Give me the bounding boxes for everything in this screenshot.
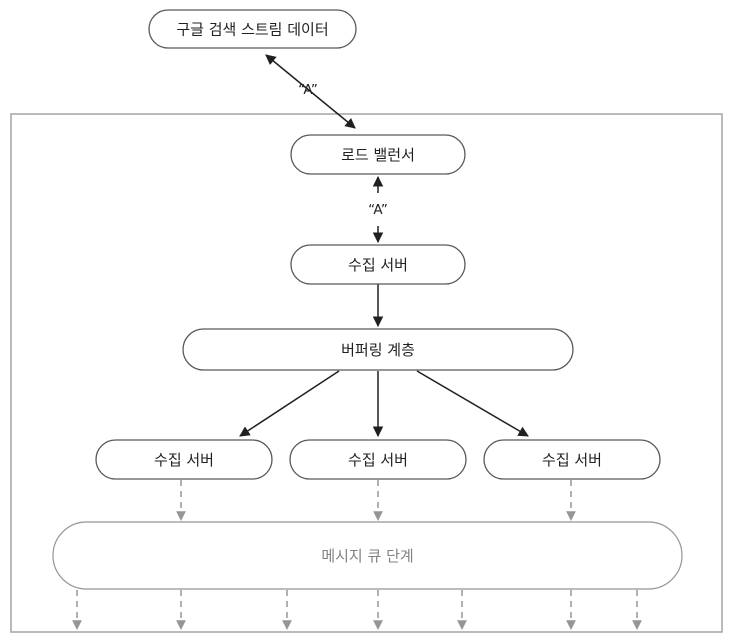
node-shape-load-balancer[interactable] xyxy=(290,134,466,175)
node-message-queue-stage[interactable]: 메시지 큐 단계 xyxy=(52,521,683,590)
edge-source-to-load-balancer: “A” xyxy=(265,54,356,129)
node-collection-server-top[interactable]: 수집 서버 xyxy=(290,244,466,285)
node-buffering-layer[interactable]: 버퍼링 계층 xyxy=(182,328,574,371)
edge-load-balancer-to-collection-server: “A” xyxy=(368,175,388,244)
node-label-load-balancer: 로드 밸런서 xyxy=(341,146,415,164)
node-collection-server-1[interactable]: 수집 서버 xyxy=(95,439,273,480)
node-shape-buffering-layer[interactable] xyxy=(182,328,574,371)
node-load-balancer[interactable]: 로드 밸런서 xyxy=(290,134,466,175)
node-label-google-search-stream-data: 구글 검색 스트림 데이터 xyxy=(176,21,328,39)
node-shape-message-queue-stage[interactable] xyxy=(52,521,683,590)
edge-label-lb-to-collector: “A” xyxy=(368,202,388,218)
node-shape-collection-server-top[interactable] xyxy=(290,244,466,285)
node-label-collection-server-2: 수집 서버 xyxy=(348,451,408,469)
node-label-message-queue-stage: 메시지 큐 단계 xyxy=(321,547,413,565)
node-label-collection-server-1: 수집 서버 xyxy=(154,451,214,469)
node-google-search-stream-data[interactable]: 구글 검색 스트림 데이터 xyxy=(148,9,357,49)
node-shape-google-search-stream-data[interactable] xyxy=(148,9,357,49)
node-shape-collection-server-2[interactable] xyxy=(289,439,467,480)
message-queue-output-arrows xyxy=(72,590,642,630)
system-boundary xyxy=(10,113,723,633)
node-label-collection-server-top: 수집 서버 xyxy=(348,256,408,274)
edge-label-source-to-lb: “A” xyxy=(298,82,318,98)
node-collection-server-2[interactable]: 수집 서버 xyxy=(289,439,467,480)
node-shape-collection-server-1[interactable] xyxy=(95,439,273,480)
edge-buffering-to-collection-server-3 xyxy=(416,370,529,437)
edge-buffering-to-collection-server-1 xyxy=(239,370,340,437)
node-label-buffering-layer: 버퍼링 계층 xyxy=(341,341,415,359)
node-collection-server-3[interactable]: 수집 서버 xyxy=(483,439,661,480)
node-shape-collection-server-3[interactable] xyxy=(483,439,661,480)
node-label-collection-server-3: 수집 서버 xyxy=(542,451,602,469)
